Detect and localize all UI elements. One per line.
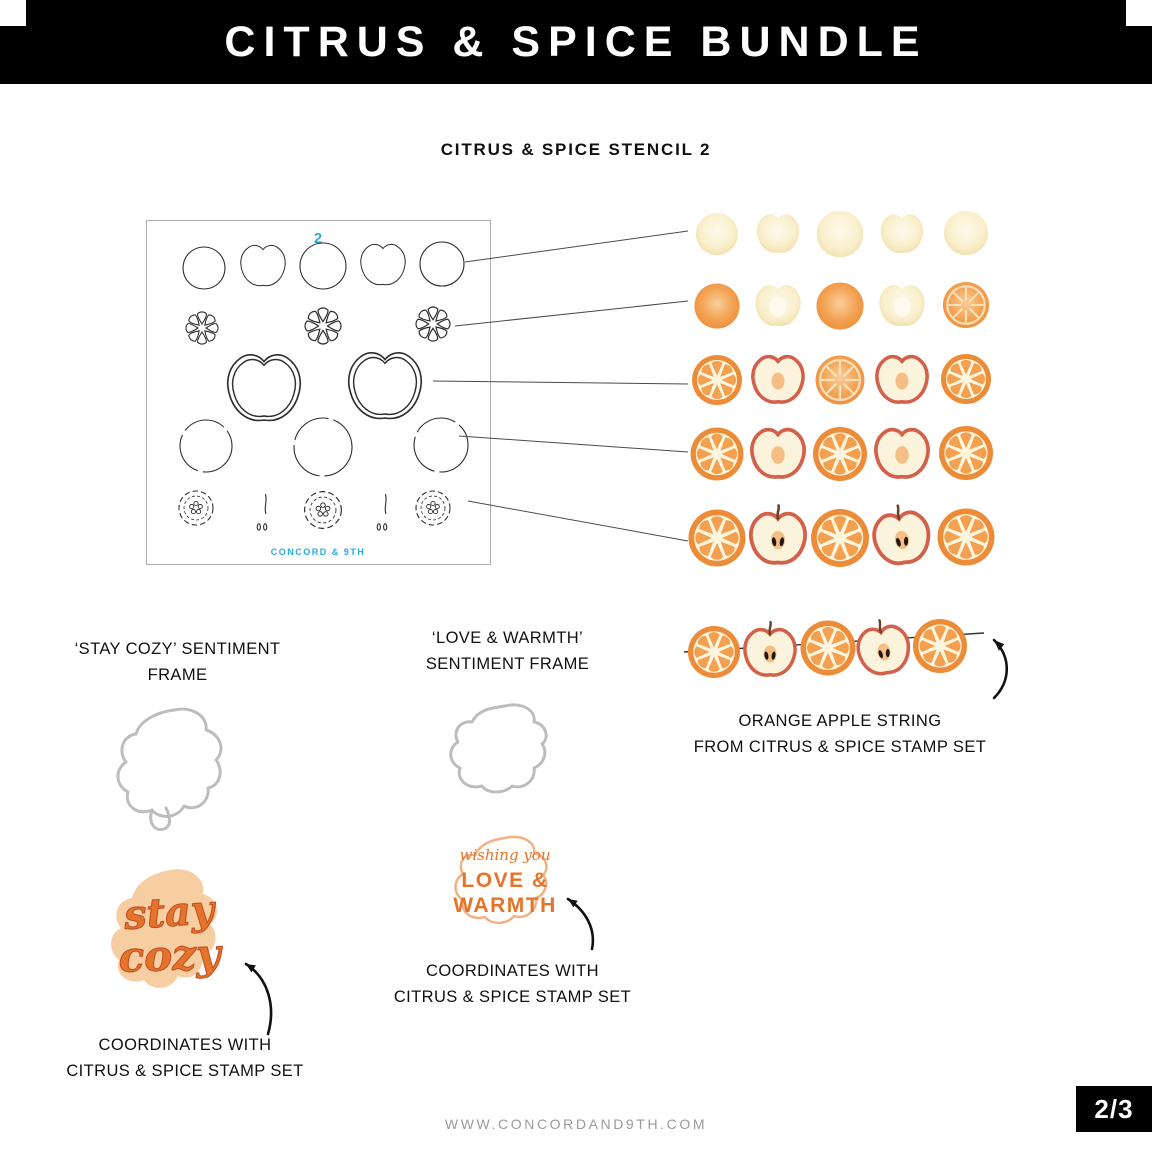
- love-warmth-stamp: wishing you LOVE & WARMTH: [453, 835, 556, 925]
- stamp-layer-row-2: [694, 282, 989, 330]
- stencil-brand: CONCORD & 9TH: [271, 547, 366, 557]
- stamp-layer-row-4: [691, 426, 994, 481]
- connector-line-5: [467, 500, 689, 542]
- curved-arrow-icon: [992, 638, 1008, 700]
- love-warmth-arrow-icon: [566, 897, 595, 951]
- connector-line-4: [458, 435, 689, 453]
- page-indicator-badge: 2/3: [1076, 1086, 1152, 1132]
- stamp-layer-row-1: [695, 210, 989, 258]
- page-title: CITRUS & SPICE BUNDLE: [224, 17, 928, 66]
- stay-cozy-word2: cozy: [118, 929, 224, 982]
- connector-lines: [432, 230, 689, 542]
- stay-cozy-frame-label: ‘STAY COZY’ SENTIMENT FRAME: [74, 640, 281, 684]
- stay-cozy-frame-outline: [116, 707, 223, 832]
- love-warmth-script: wishing you: [460, 846, 551, 864]
- connector-line-3: [432, 380, 689, 385]
- connector-line-1: [464, 230, 689, 263]
- string-caption-line2: FROM CITRUS & SPICE STAMP SET: [693, 738, 987, 756]
- footer-url: WWW.CONCORDAND9TH.COM: [444, 1116, 708, 1132]
- corner-square-left: [0, 0, 26, 26]
- corner-square-right: [1126, 0, 1152, 26]
- string-caption: ORANGE APPLE STRING FROM CITRUS & SPICE …: [660, 708, 1020, 760]
- stencil-panel: 2: [146, 220, 491, 565]
- stencil-row-apple-frames: [226, 351, 423, 422]
- coordinates-caption-love: COORDINATES WITH CITRUS & SPICE STAMP SE…: [393, 962, 632, 1006]
- orange-apple-string-stamp: [683, 606, 1008, 700]
- stay-cozy-word1: stay: [121, 886, 218, 939]
- stencil-row-small-fruits: [182, 241, 465, 290]
- section-title: CITRUS & SPICE STENCIL 2: [440, 140, 712, 159]
- stamp-layer-row-5: [689, 502, 995, 567]
- stay-cozy-arrow-icon: [244, 962, 273, 1036]
- page-indicator: 2/3: [1094, 1093, 1134, 1124]
- stay-cozy-stamp: stay cozy: [110, 869, 224, 988]
- header-banner: CITRUS & SPICE BUNDLE: [0, 0, 1152, 84]
- stamped-fruit-grid: [682, 210, 1002, 580]
- string-caption-line1: ORANGE APPLE STRING: [738, 712, 942, 730]
- connector-line-2: [454, 300, 689, 327]
- love-warmth-frame-outline: [449, 703, 548, 794]
- stencil-graphic: 2: [178, 230, 469, 557]
- stencil-number: 2: [314, 230, 322, 247]
- coordinates-caption-stay: COORDINATES WITH CITRUS & SPICE STAMP SE…: [66, 1036, 304, 1080]
- stencil-row-circles: [179, 417, 469, 477]
- love-warmth-frame-label: ‘LOVE & WARMTH’ SENTIMENT FRAME: [425, 629, 590, 673]
- stamp-layer-row-3: [692, 354, 991, 405]
- love-warmth-line1: LOVE &: [461, 869, 548, 892]
- love-warmth-line2: WARMTH: [453, 894, 556, 917]
